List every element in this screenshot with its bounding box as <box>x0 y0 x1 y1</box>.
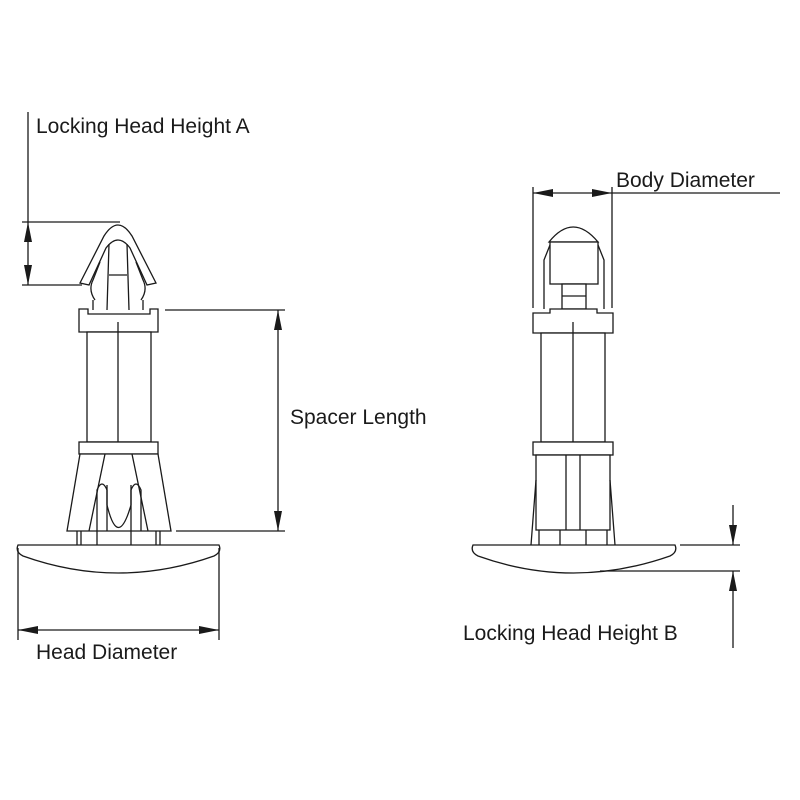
label-body-diameter: Body Diameter <box>616 169 755 192</box>
dimension-body-diameter <box>532 187 780 308</box>
dimension-spacer-length <box>165 309 285 532</box>
left-spacer-drawing <box>16 224 221 574</box>
label-locking-head-height-a: Locking Head Height A <box>36 115 250 138</box>
label-locking-head-height-b: Locking Head Height B <box>463 622 678 645</box>
right-spacer-drawing <box>471 226 677 574</box>
dimension-head-diameter <box>17 548 220 640</box>
label-spacer-length: Spacer Length <box>290 406 427 429</box>
label-head-diameter: Head Diameter <box>36 641 177 664</box>
dimension-locking-head-height-b <box>600 505 740 648</box>
dimension-locking-head-height-a <box>22 112 120 286</box>
